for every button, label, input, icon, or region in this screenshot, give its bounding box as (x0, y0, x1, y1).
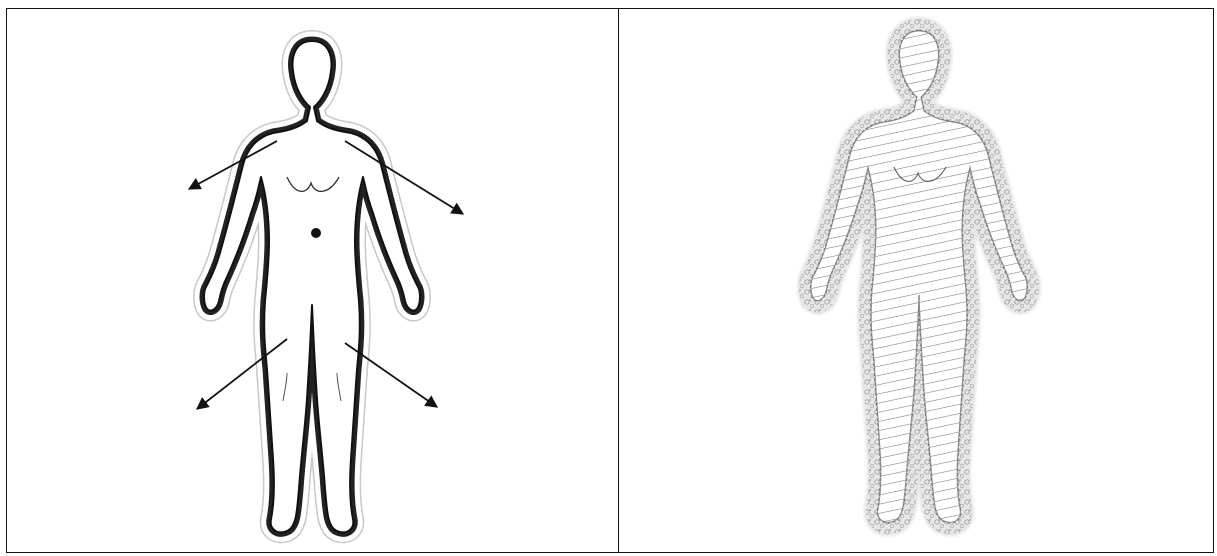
center-marker (311, 228, 321, 238)
panel-right (619, 9, 1213, 552)
left-figure-svg (7, 9, 617, 554)
right-figure-svg (619, 9, 1215, 554)
figure-table (6, 8, 1214, 553)
panel-left (7, 9, 619, 552)
